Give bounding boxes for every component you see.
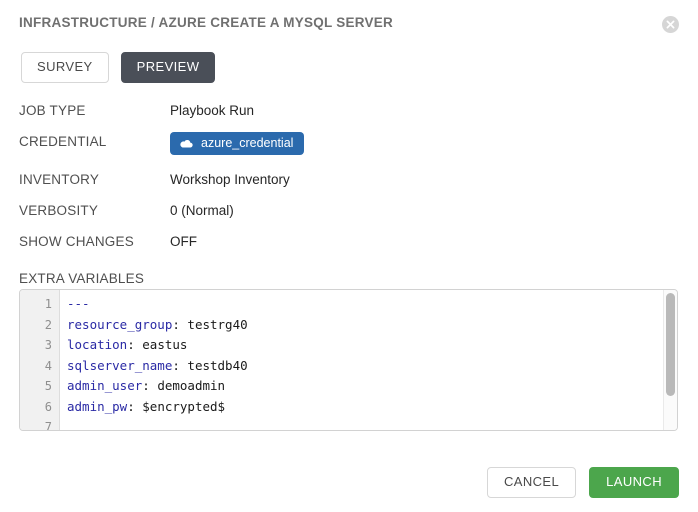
editor-code-line: --- — [67, 294, 677, 315]
dialog-tabs: SURVEY PREVIEW — [21, 52, 216, 83]
tab-preview[interactable]: PREVIEW — [120, 52, 216, 83]
show-changes-value: OFF — [170, 234, 197, 249]
inventory-value: Workshop Inventory — [170, 172, 290, 187]
cancel-button[interactable]: CANCEL — [487, 467, 577, 498]
yaml-value: eastus — [134, 337, 188, 352]
yaml-separator: : — [127, 337, 135, 352]
editor-line-number: 3 — [44, 338, 52, 352]
inventory-label: INVENTORY — [19, 172, 100, 187]
yaml-key: location — [67, 337, 128, 352]
yaml-value: testrg40 — [179, 316, 248, 332]
detail-row-inventory: INVENTORY Workshop Inventory — [19, 170, 619, 194]
editor-code-line: admin_pw: $encrypted$ — [67, 397, 677, 418]
yaml-key: resource_group — [67, 316, 173, 332]
dialog-footer: CANCEL LAUNCH — [0, 442, 698, 512]
job-details-list: JOB TYPE Playbook Run CREDENTIAL azure_c… — [19, 101, 619, 263]
editor-line-number: 6 — [44, 399, 52, 414]
editor-code-line — [67, 417, 677, 430]
editor-line-number-gutter: 1 2 3 4 5 6 7 — [20, 290, 60, 430]
yaml-key: sqlserver_name — [67, 357, 173, 373]
detail-row-job-type: JOB TYPE Playbook Run — [19, 101, 619, 125]
yaml-doc-start: --- — [67, 296, 90, 311]
dialog-header: INFRASTRUCTURE / AZURE CREATE A MYSQL SE… — [0, 0, 698, 44]
editor-code-line: location: eastus — [67, 335, 677, 356]
editor-line-number: 5 — [44, 379, 52, 393]
yaml-separator: : — [142, 378, 150, 393]
editor-line-number: 2 — [44, 317, 52, 332]
editor-code-line: resource_group: testrg40 — [67, 315, 677, 336]
yaml-separator: : — [172, 316, 180, 332]
yaml-value: testdb40 — [179, 357, 248, 373]
footer-button-group: CANCEL LAUNCH — [487, 467, 679, 498]
tab-survey[interactable]: SURVEY — [21, 52, 109, 83]
show-changes-label: SHOW CHANGES — [19, 234, 134, 249]
page-title: INFRASTRUCTURE / AZURE CREATE A MYSQL SE… — [19, 15, 394, 30]
editor-scrollbar[interactable] — [663, 290, 677, 430]
editor-line-number: 4 — [44, 358, 52, 373]
detail-row-credential: CREDENTIAL azure_credential — [19, 132, 619, 156]
editor-code-line: sqlserver_name: testdb40 — [67, 356, 677, 377]
credential-value: azure_credential — [170, 132, 305, 155]
yaml-separator: : — [172, 357, 180, 373]
yaml-separator: : — [127, 398, 135, 414]
yaml-value: $encrypted$ — [134, 398, 226, 414]
launch-button[interactable]: LAUNCH — [589, 467, 679, 498]
job-type-value: Playbook Run — [170, 103, 255, 118]
editor-scrollbar-thumb[interactable] — [666, 293, 675, 396]
editor-line-number: 1 — [44, 297, 52, 311]
detail-row-show-changes: SHOW CHANGES OFF — [19, 232, 619, 256]
yaml-key: admin_user — [67, 378, 143, 393]
editor-line-number: 7 — [44, 420, 52, 431]
credential-badge-label: azure_credential — [201, 136, 294, 150]
verbosity-value: 0 (Normal) — [170, 203, 234, 218]
credential-badge[interactable]: azure_credential — [170, 132, 305, 155]
editor-code-line: admin_user: demoadmin — [67, 376, 677, 397]
yaml-value: demoadmin — [149, 378, 226, 393]
detail-row-verbosity: VERBOSITY 0 (Normal) — [19, 201, 619, 225]
verbosity-label: VERBOSITY — [19, 203, 99, 218]
extra-variables-label: EXTRA VARIABLES — [19, 271, 145, 286]
cloud-icon — [180, 139, 193, 148]
yaml-key: admin_pw — [67, 398, 128, 414]
close-icon[interactable] — [662, 16, 679, 33]
credential-label: CREDENTIAL — [19, 134, 107, 149]
job-type-label: JOB TYPE — [19, 103, 86, 118]
